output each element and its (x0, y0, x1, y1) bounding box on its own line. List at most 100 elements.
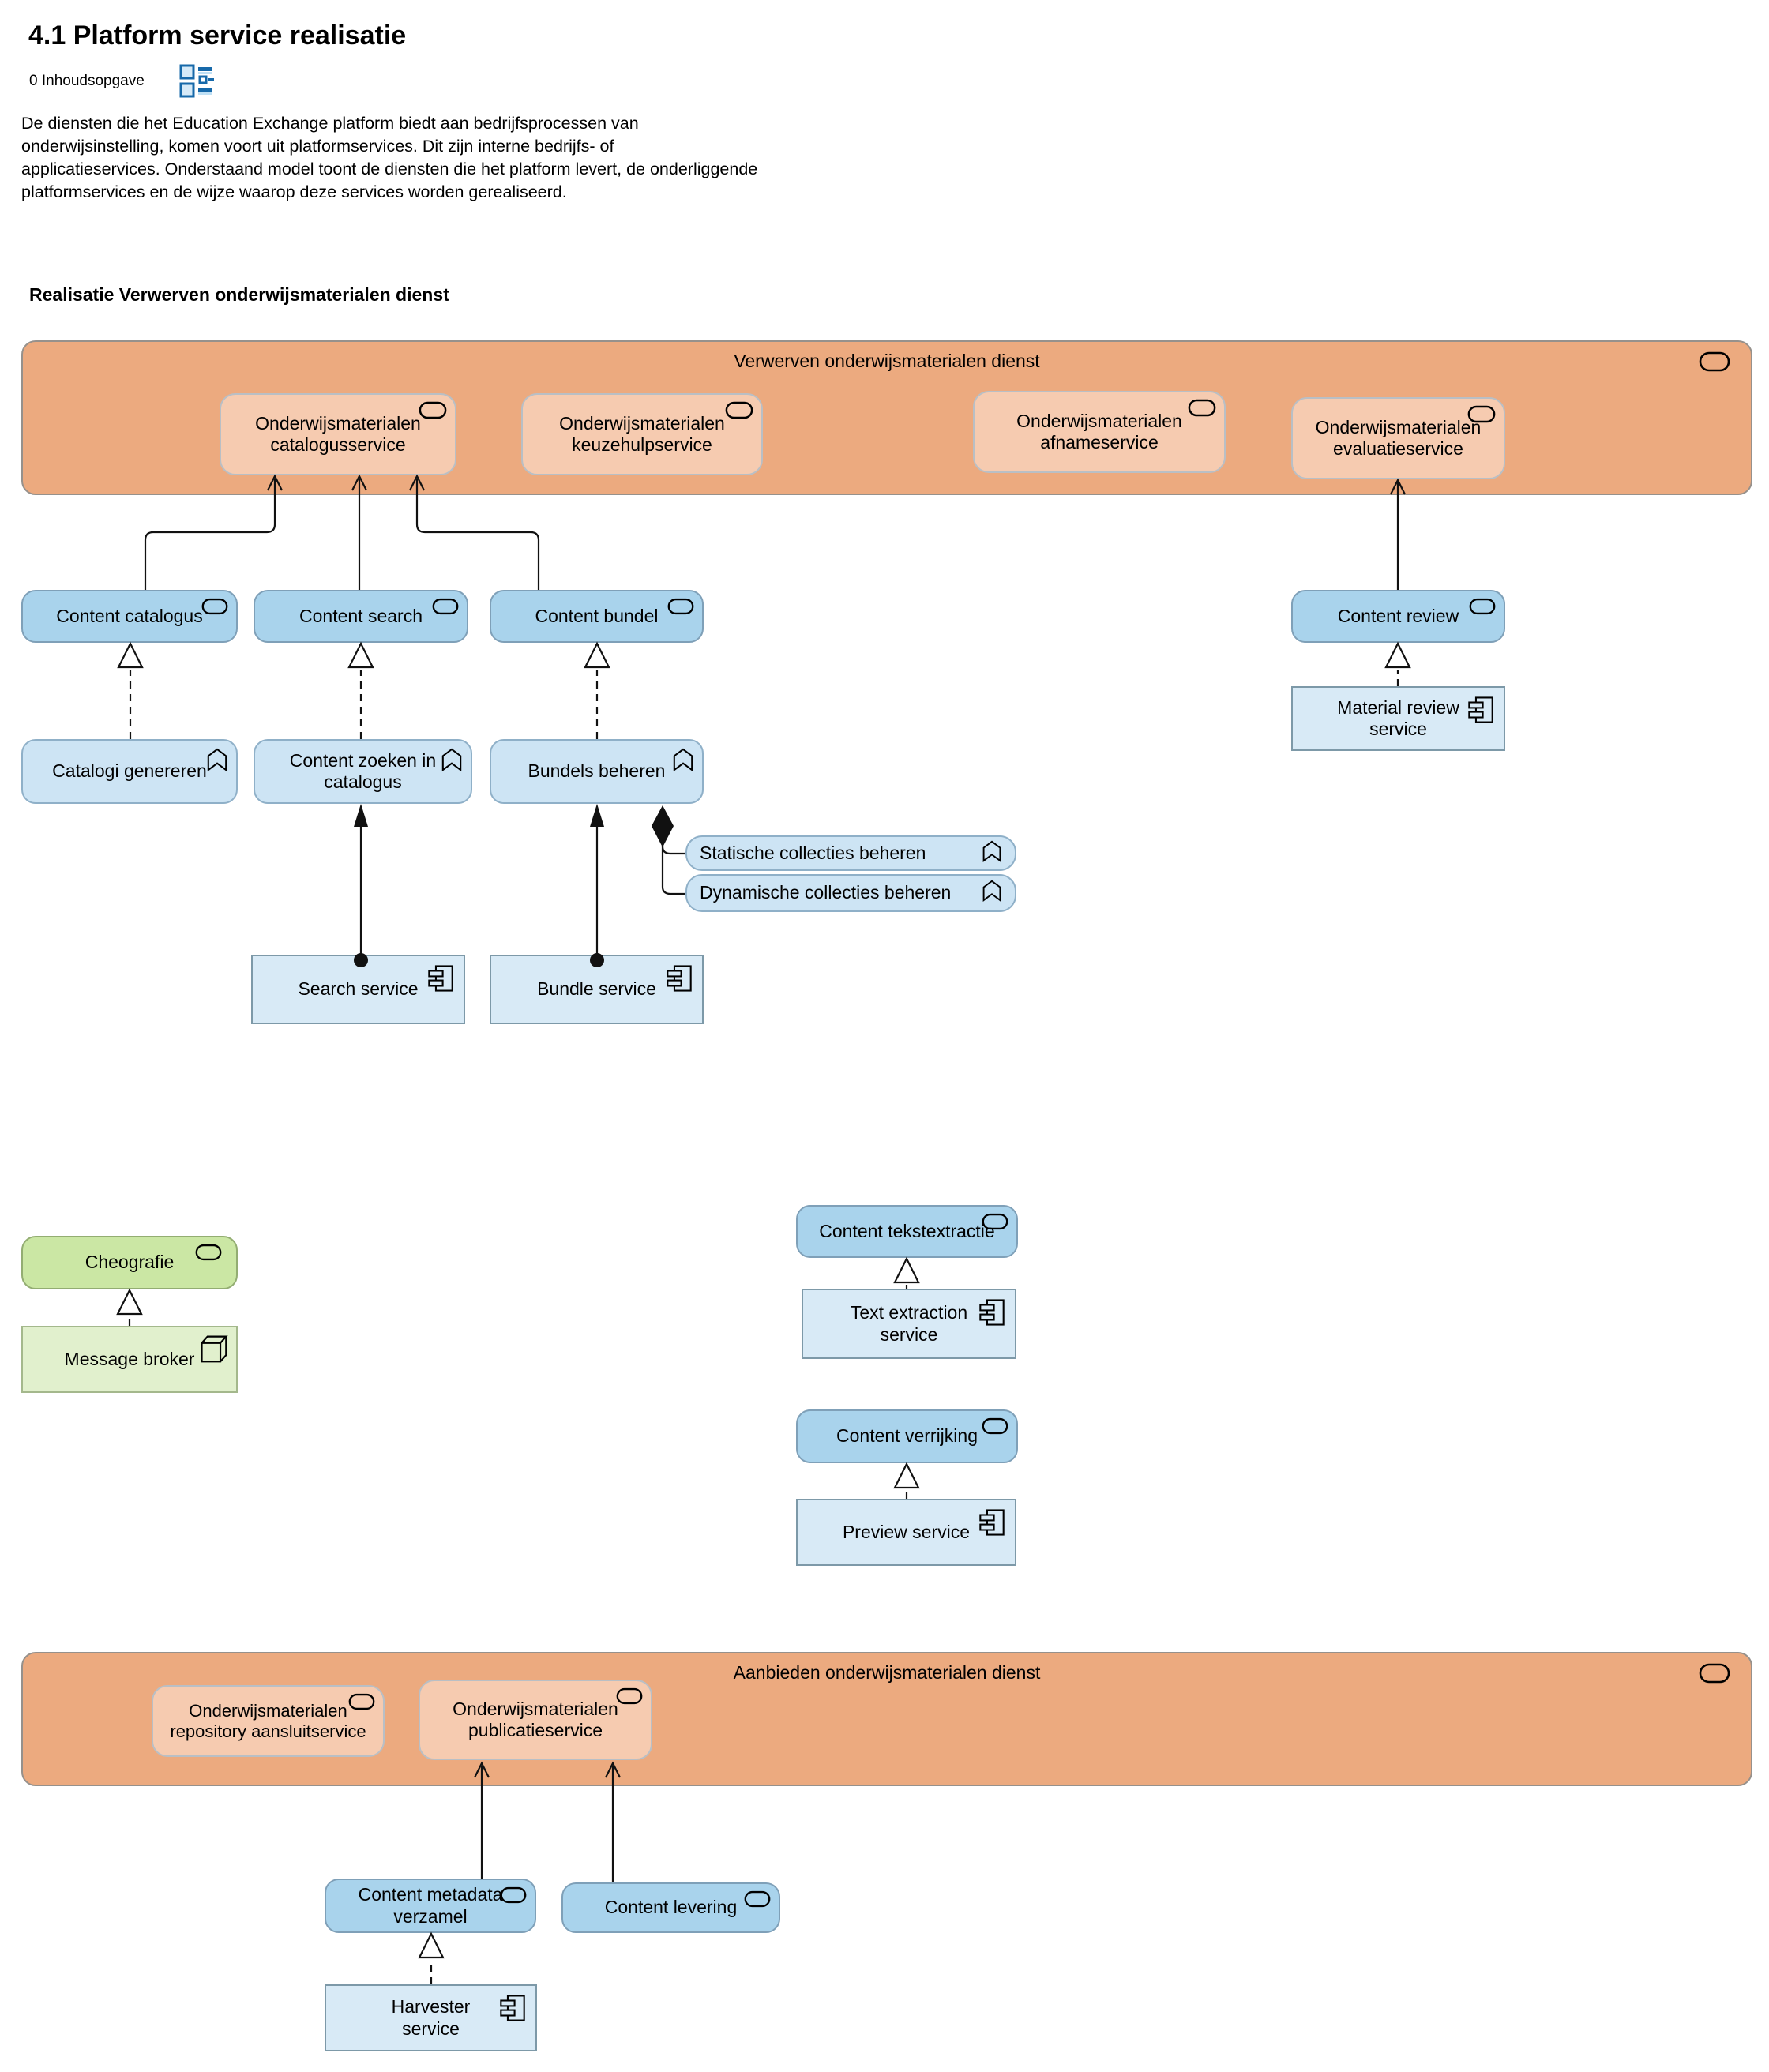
function-icon (982, 879, 1002, 907)
node-label: Bundle service (537, 978, 656, 1000)
node-label: Content levering (604, 1897, 738, 1918)
node-cheografie[interactable]: Cheografie (21, 1236, 238, 1289)
node-keuzehulpservice[interactable]: Onderwijsmaterialen keuzehulpservice (521, 393, 763, 475)
component-icon (664, 963, 694, 999)
intro-paragraph: De diensten die het Education Exchange p… (21, 114, 758, 201)
service-icon (1699, 351, 1730, 376)
node-label: Content verrijking (836, 1425, 978, 1447)
node-label: Material review service (1337, 696, 1459, 739)
component-icon (1466, 694, 1496, 730)
function-icon (206, 747, 228, 777)
node-label: Text extraction service (850, 1302, 968, 1345)
service-icon (744, 1890, 771, 1912)
component-icon (426, 963, 456, 999)
realization-triangle (893, 1462, 920, 1489)
node-content-review[interactable]: Content review (1291, 590, 1505, 643)
service-icon (1467, 405, 1496, 428)
container-aanbieden-title: Aanbieden onderwijsmaterialen dienst (733, 1662, 1041, 1683)
node-label: Content zoeken in catalogus (289, 749, 437, 792)
node-message-broker[interactable]: Message broker (21, 1326, 238, 1393)
node-content-levering[interactable]: Content levering (561, 1882, 780, 1933)
node-label: Bundels beheren (528, 760, 666, 782)
component-icon (977, 1507, 1007, 1543)
node-preview-service[interactable]: Preview service (796, 1499, 1016, 1566)
node-evaluatieservice[interactable]: Onderwijsmaterialen evaluatieservice (1291, 397, 1505, 479)
node-catalogusservice[interactable]: Onderwijsmaterialen catalogusservice (220, 393, 456, 475)
composition-line-statische (661, 845, 685, 855)
node-bundels-beheren[interactable]: Bundels beheren (490, 739, 704, 804)
serving-catalogus-to-catalogusservice (144, 479, 276, 590)
service-icon (432, 598, 459, 620)
node-label: Content bundel (535, 605, 659, 626)
node-content-search[interactable]: Content search (254, 590, 468, 643)
node-label: Onderwijsmaterialen keuzehulpservice (559, 412, 725, 455)
service-icon (1699, 1663, 1730, 1687)
service-icon (1188, 399, 1216, 422)
node-content-verrijking[interactable]: Content verrijking (796, 1409, 1018, 1463)
node-label: Cheografie (85, 1252, 175, 1273)
node-label: Onderwijsmaterialen repository aansluits… (170, 1700, 366, 1741)
node-metadata-verzamel[interactable]: Content metadata verzamel (325, 1879, 536, 1933)
realization-triangle (584, 641, 610, 669)
toc-outline-icon[interactable] (178, 63, 215, 102)
node-content-catalogus[interactable]: Content catalogus (21, 590, 238, 643)
assignment-arrowhead (590, 804, 604, 827)
container-verwerven-title: Verwerven onderwijsmaterialen dienst (734, 351, 1040, 371)
serving-bundel-to-catalogusservice (415, 479, 540, 590)
node-label: Statische collecties beheren (700, 842, 926, 863)
node-label: Onderwijsmaterialen catalogusservice (255, 412, 421, 455)
service-icon (1469, 598, 1496, 620)
node-label: Onderwijsmaterialen evaluatieservice (1315, 416, 1482, 459)
node-label: Content catalogus (56, 605, 203, 626)
node-repository-aansluitservice[interactable]: Onderwijsmaterialen repository aansluits… (152, 1685, 385, 1757)
node-afnameservice[interactable]: Onderwijsmaterialen afnameservice (973, 391, 1226, 473)
node-label: Message broker (64, 1348, 195, 1369)
node-label: Content search (299, 605, 423, 626)
service-icon (500, 1886, 527, 1909)
node-label: Dynamische collecties beheren (700, 882, 952, 903)
realization-triangle (1384, 641, 1411, 669)
node-label: Search service (298, 978, 419, 1000)
node-label: Onderwijsmaterialen afnameservice (1016, 410, 1182, 452)
node-label: Content metadata verzamel (358, 1884, 503, 1927)
node-bundle-service[interactable]: Bundle service (490, 955, 704, 1024)
component-icon (977, 1297, 1007, 1333)
function-icon (441, 747, 463, 777)
node-catalogi-genereren[interactable]: Catalogi genereren (21, 739, 238, 804)
function-icon (672, 747, 694, 777)
node-icon (198, 1334, 228, 1368)
realization-triangle (116, 1288, 143, 1316)
service-icon (195, 1244, 222, 1266)
node-harvester-service[interactable]: Harvester service (325, 1984, 537, 2051)
node-content-bundel[interactable]: Content bundel (490, 590, 704, 643)
node-publicatieservice[interactable]: Onderwijsmaterialen publicatieservice (419, 1680, 652, 1760)
node-text-extraction-service[interactable]: Text extraction service (802, 1289, 1016, 1359)
realization-triangle (347, 641, 374, 669)
realization-triangle (418, 1931, 445, 1959)
node-label: Content tekstextractie (819, 1220, 995, 1241)
service-icon (725, 401, 753, 424)
node-content-tekstextractie[interactable]: Content tekstextractie (796, 1205, 1018, 1258)
service-icon (348, 1693, 375, 1715)
node-label: Content review (1337, 605, 1459, 626)
toc-label: 0 Inhoudsopgave (29, 73, 145, 89)
realization-triangle (893, 1256, 920, 1284)
node-content-zoeken[interactable]: Content zoeken in catalogus (254, 739, 472, 804)
service-icon (667, 598, 694, 620)
service-icon (201, 598, 228, 620)
node-label: Harvester service (391, 1996, 471, 2039)
function-icon (982, 839, 1002, 867)
node-statische-collecties[interactable]: Statische collecties beheren (685, 835, 1016, 871)
node-label: Catalogi genereren (52, 760, 207, 782)
section-heading: Realisatie Verwerven onderwijsmaterialen… (29, 284, 449, 305)
assignment-arrowhead (354, 804, 368, 827)
service-icon (982, 1417, 1008, 1440)
node-label: Preview service (842, 1521, 971, 1542)
node-material-review-service[interactable]: Material review service (1291, 686, 1505, 751)
service-icon (419, 401, 447, 424)
node-dynamische-collecties[interactable]: Dynamische collecties beheren (685, 874, 1016, 912)
composition-diamond (652, 805, 674, 847)
realization-triangle (117, 641, 144, 669)
node-search-service[interactable]: Search service (251, 955, 465, 1024)
